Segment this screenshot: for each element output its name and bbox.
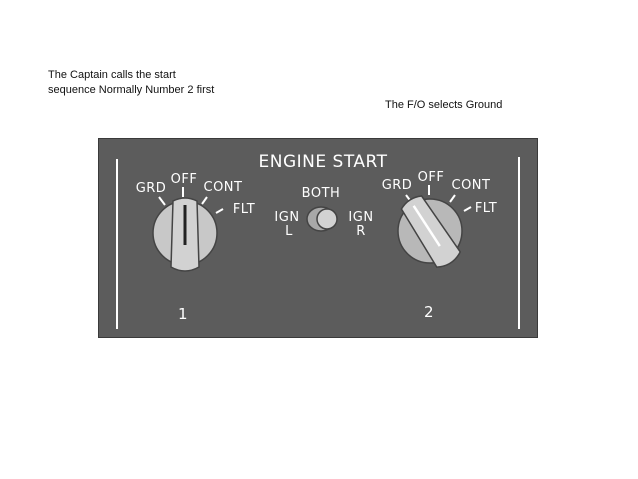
engine-1-label-off: OFF bbox=[171, 172, 198, 187]
captain-caption-line2: sequence Normally Number 2 first bbox=[48, 84, 215, 96]
engine-2-number: 2 bbox=[424, 303, 434, 321]
engine-1-tick-flt bbox=[215, 208, 224, 214]
engine-2-tick-cont bbox=[449, 194, 456, 203]
engine-2-pointer-line bbox=[412, 205, 441, 247]
engine-start-panel-drawing: ENGINE START GRD OFF CONT FLT 1 BOTH IGN… bbox=[116, 152, 520, 329]
ignition-label-left-l: L bbox=[285, 224, 293, 239]
ignition-label-right-ign: IGN bbox=[348, 210, 373, 225]
engine-2-label-grd: GRD bbox=[382, 178, 413, 193]
engine-1-tick-grd bbox=[158, 196, 166, 206]
engine-2-selector[interactable]: GRD OFF CONT FLT 2 bbox=[382, 170, 498, 321]
engine-2-tick-flt bbox=[463, 206, 472, 212]
ignition-label-right-r: R bbox=[356, 224, 366, 239]
engine-1-selector[interactable]: GRD OFF CONT FLT 1 bbox=[136, 172, 256, 323]
engine-2-label-off: OFF bbox=[418, 170, 445, 185]
captain-caption: The Captain calls the start sequence Nor… bbox=[48, 68, 278, 98]
engine-2-label-cont: CONT bbox=[452, 178, 491, 193]
captain-caption-line1: The Captain calls the start bbox=[48, 69, 176, 81]
panel-title: ENGINE START bbox=[259, 152, 388, 172]
fo-caption: The F/O selects Ground bbox=[385, 99, 503, 111]
engine-1-label-cont: CONT bbox=[204, 180, 243, 195]
engine-1-label-flt: FLT bbox=[233, 202, 255, 217]
engine-1-number: 1 bbox=[178, 305, 188, 323]
engine-start-panel: ENGINE START GRD OFF CONT FLT 1 BOTH IGN… bbox=[98, 138, 538, 338]
engine-2-label-flt: FLT bbox=[475, 201, 497, 216]
engine-1-label-grd: GRD bbox=[136, 181, 167, 196]
engine-1-tick-cont bbox=[201, 196, 208, 205]
ignition-knob bbox=[316, 208, 338, 230]
ignition-label-both: BOTH bbox=[302, 186, 341, 201]
ignition-label-left-ign: IGN bbox=[274, 210, 299, 225]
ignition-selector[interactable]: BOTH IGN L IGN R bbox=[274, 186, 373, 239]
